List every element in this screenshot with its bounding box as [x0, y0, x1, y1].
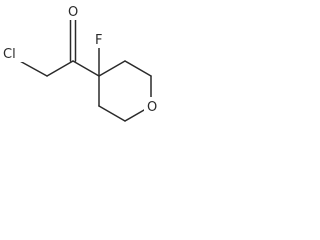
bond-ring-c4-c3	[98, 60, 126, 77]
ring-oxygen-label: O	[147, 100, 157, 115]
chlorine-bg	[1, 44, 27, 62]
fluorine-bg	[93, 30, 106, 48]
carbonyl-oxygen-bg	[65, 2, 81, 20]
atom-labels: Cl O F O	[3, 5, 157, 115]
atom-label-backgrounds	[1, 2, 160, 115]
carbonyl-oxygen-label: O	[68, 5, 78, 20]
bond-ch2-carbonyl	[46, 60, 74, 77]
bonds	[17, 16, 152, 122]
bond-ring-c6-c5	[98, 105, 126, 122]
fluorine-label: F	[95, 33, 102, 48]
bond-carbonyl-ring	[72, 60, 100, 77]
ring-oxygen-bg	[144, 97, 160, 115]
bond-cl-ch2	[17, 59, 48, 77]
bond-ring-c3-c2	[124, 60, 152, 77]
chlorine-label: Cl	[3, 47, 16, 62]
chemical-structure-diagram: Cl O F O	[1, 2, 160, 122]
